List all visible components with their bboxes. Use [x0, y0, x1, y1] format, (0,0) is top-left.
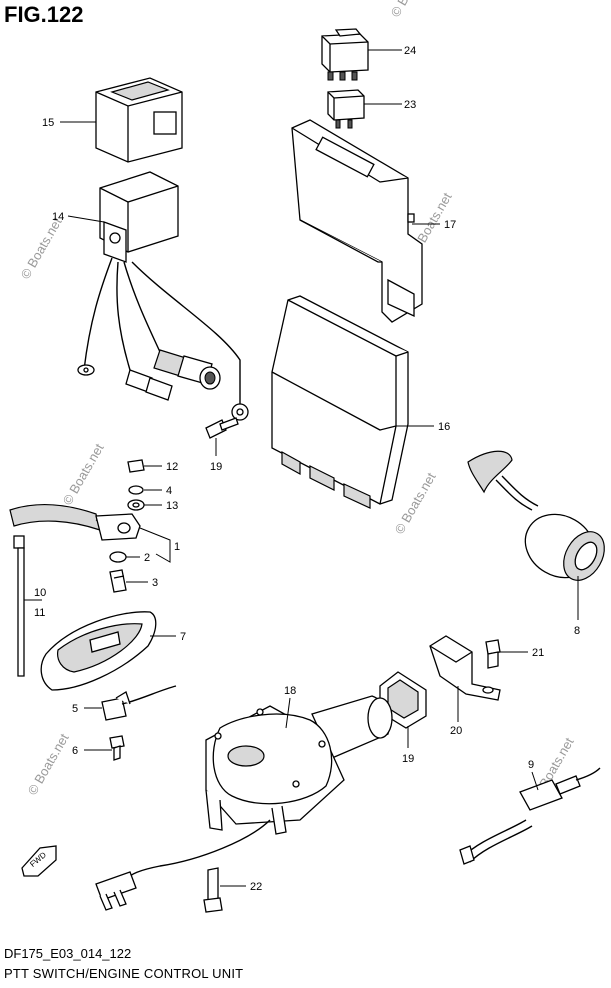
part-23-relay	[327, 89, 365, 129]
callout-19-upper: 19	[210, 461, 222, 473]
callout-6: 6	[72, 745, 78, 757]
callout-14: 14	[52, 211, 64, 223]
callout-7: 7	[180, 631, 186, 643]
part-15-cover	[95, 77, 183, 163]
callout-1: 1	[174, 541, 180, 553]
callout-12: 12	[166, 461, 178, 473]
diagram-code: DF175_E03_014_122	[4, 946, 132, 961]
part-19-bolt-upper	[205, 417, 239, 439]
callout-5: 5	[72, 703, 78, 715]
callout-13: 13	[166, 500, 178, 512]
parts-12-4-13-fasteners	[127, 459, 145, 511]
part-17-bracket	[291, 119, 423, 323]
part-3-clip	[109, 569, 127, 593]
callout-20: 20	[450, 725, 462, 737]
callout-15: 15	[42, 117, 54, 129]
callout-23: 23	[404, 99, 416, 111]
callout-18: 18	[284, 685, 296, 697]
diagram-title: PTT SWITCH/ENGINE CONTROL UNIT	[4, 966, 244, 981]
callout-8: 8	[574, 625, 580, 637]
part-5-switch	[101, 685, 177, 721]
figure-number: FIG.122	[4, 2, 84, 27]
part-10-11-cable-tie	[13, 535, 25, 677]
leader-lines	[24, 49, 579, 887]
watermark-4: © Boats.net	[60, 441, 107, 508]
callout-10: 10	[34, 587, 46, 599]
fwd-arrow-icon: FWD	[21, 845, 57, 877]
part-21-bolt	[485, 639, 501, 669]
watermark-6: © Boats.net	[25, 731, 72, 798]
callout-4: 4	[166, 485, 172, 497]
watermark-2: © Boats.net	[388, 0, 435, 19]
callout-22: 22	[250, 881, 262, 893]
callout-3: 3	[152, 577, 158, 589]
callout-labels: 24 23 15 14 17 16 19 12 4 13 1 2 3 10 11…	[34, 45, 580, 893]
callout-11: 11	[34, 607, 45, 619]
watermark-1: © Boats.net	[18, 215, 65, 282]
part-6-screw	[109, 735, 125, 761]
callout-2: 2	[144, 552, 150, 564]
part-14-module	[77, 171, 249, 421]
watermark-5: © Boats.net	[392, 470, 439, 537]
callout-19-lower: 19	[402, 753, 414, 765]
callout-9: 9	[528, 759, 534, 771]
callout-16: 16	[438, 421, 450, 433]
part-9-connector	[459, 767, 601, 865]
part-1-switch-harness	[9, 503, 141, 563]
part-22-bolt	[203, 867, 223, 913]
callout-17: 17	[444, 219, 456, 231]
callout-24: 24	[404, 45, 416, 57]
callout-21: 21	[532, 647, 544, 659]
part-20-bracket	[429, 635, 501, 701]
part-8-ptt-switch	[467, 450, 605, 581]
part-7-cover	[40, 611, 157, 691]
part-24-relay	[321, 28, 369, 81]
part-16-ecu	[271, 295, 409, 509]
part-18-trim-motor	[95, 695, 393, 911]
